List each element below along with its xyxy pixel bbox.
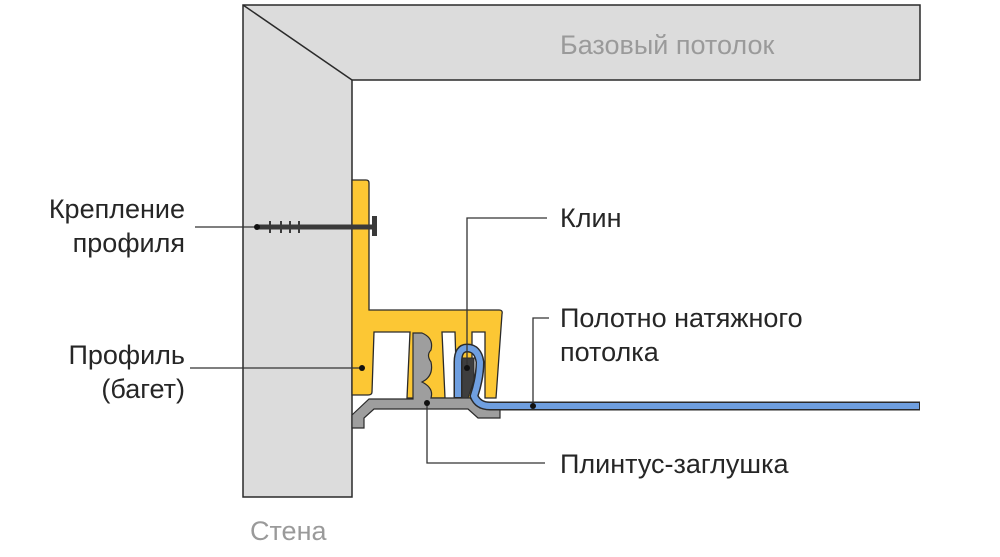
mount-label-line1: Крепление <box>48 194 185 224</box>
wall-and-ceiling <box>242 4 921 498</box>
corner-line <box>242 4 353 81</box>
profile-label: Профиль (багет) <box>68 338 185 406</box>
canvas-label-line1: Полотно натяжного <box>560 303 803 333</box>
leader-lines <box>190 217 549 464</box>
mount-label-line2: профиля <box>72 228 185 258</box>
mount-label: Крепление профиля <box>49 192 185 260</box>
leader-dots <box>254 224 536 409</box>
plinth-label: Плинтус-заглушка <box>560 449 789 479</box>
canvas-label: Полотно натяжного потолка <box>560 301 803 369</box>
wall-label: Стена <box>250 516 327 546</box>
wedge-label: Клин <box>560 203 622 233</box>
profile-label-line1: Профиль <box>68 340 185 370</box>
profile-label-line2: (багет) <box>101 374 185 404</box>
ceiling-label: Базовый потолок <box>560 30 775 60</box>
profile-baguette <box>351 179 503 399</box>
canvas-label-line2: потолка <box>560 337 659 367</box>
screw <box>257 216 377 236</box>
